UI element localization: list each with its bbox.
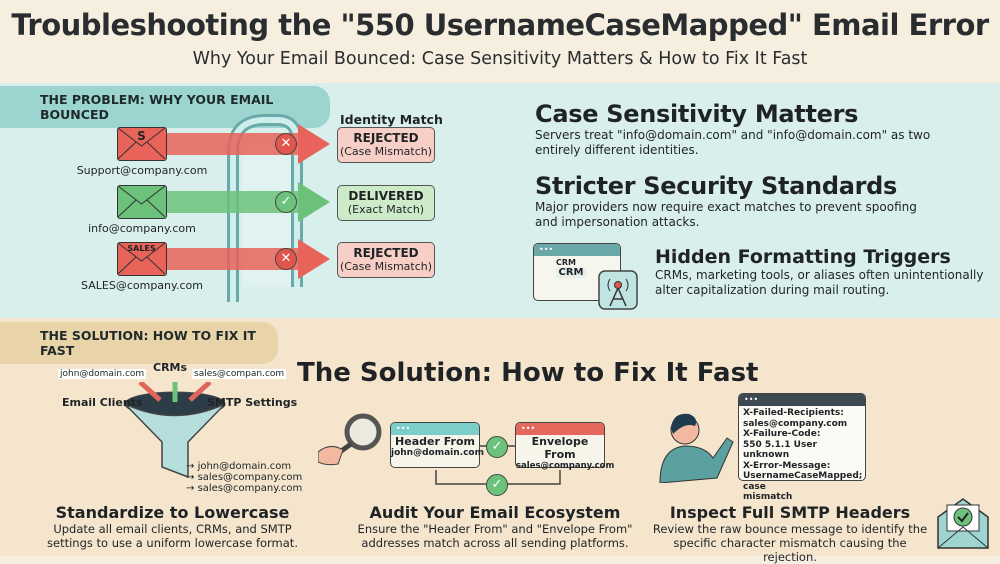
email-address: Support@company.com (76, 164, 208, 177)
envelope-from-address: sales@company.com (516, 461, 615, 471)
envelope-icon: S (117, 127, 167, 161)
envelope-from-window: ••• Envelope From sales@company.com (515, 422, 615, 471)
page-title: Troubleshooting the "550 UsernameCaseMap… (11, 8, 989, 42)
funnel-curved-address: sales@compan.com (192, 369, 287, 379)
step-text: Ensure the "Header From" and "Envelope F… (357, 522, 633, 550)
person-pointing-icon (659, 413, 734, 483)
smtp-header-line: X-Error-Message: (743, 460, 831, 471)
page-subtitle: Why Your Email Bounced: Case Sensitivity… (192, 49, 808, 69)
check-icon: ✓ (275, 191, 297, 213)
funnel-output: john@domain.com (197, 461, 292, 472)
header-from-window: ••• Header From john@domain.com (390, 422, 484, 468)
smtp-header-line: 550 5.1.1 User unknown (743, 439, 817, 461)
status-label: DELIVERED (348, 189, 424, 203)
smtp-header-line: sales@company.com (743, 418, 848, 429)
envelope-icon (117, 185, 167, 219)
check-icon: ✓ (486, 474, 508, 496)
email-address: info@company.com (88, 222, 196, 235)
arrow-head-icon (298, 124, 330, 164)
smtp-header-window: ••• X-Failed-Recipients:sales@company.co… (738, 393, 866, 502)
status-label: REJECTED (353, 246, 419, 260)
header-from-label: Header From (395, 435, 475, 448)
smtp-header-line: X-Failure-Code: (743, 429, 821, 439)
check-icon: ✓ (486, 436, 508, 458)
funnel-output: sales@company.com (197, 483, 303, 494)
email-check-icon (937, 498, 989, 549)
magnifier-hand-icon (318, 413, 382, 466)
x-icon: ✕ (275, 248, 297, 270)
arrow-right-icon: → (186, 483, 198, 494)
point-text: Servers treat "info@domain.com" and "inf… (535, 128, 931, 157)
step-text: Update all email clients, CRMs, and SMTP… (47, 522, 298, 550)
envelope-icon: SALES (117, 242, 167, 276)
funnel-input-smtp: SMTP Settings (207, 396, 298, 409)
arrow-right-icon: → (186, 472, 198, 483)
point-title: Stricter Security Standards (535, 172, 898, 200)
step-text: Review the raw bounce message to identif… (652, 522, 928, 564)
point-title: Case Sensitivity Matters (535, 100, 859, 128)
arrow-right-icon: → (186, 461, 198, 472)
arrow-head-icon (298, 239, 330, 279)
identity-match-label: Identity Match (340, 112, 443, 127)
smtp-header-line: X-Failed-Recipients: (743, 408, 844, 418)
funnel-icon (124, 382, 226, 479)
status-reason: (Case Mismatch) (339, 145, 433, 158)
status-reason: (Exact Match) (347, 203, 425, 216)
crm-label: CRM (556, 258, 576, 267)
email-address: SALES@company.com (81, 279, 203, 292)
arrow-head-icon (298, 182, 330, 222)
flow-arrow (165, 248, 300, 270)
x-icon: ✕ (275, 133, 297, 155)
signal-tower-icon (598, 270, 638, 310)
smtp-header-line: UsernameCaseMapped; case (743, 471, 863, 492)
step-title: Inspect Full SMTP Headers (669, 503, 911, 522)
status-label: REJECTED (353, 131, 419, 145)
point-text: CRMs, marketing tools, or aliases often … (655, 268, 984, 297)
crm-label: CRM (556, 267, 586, 278)
solution-heading: The Solution: How to Fix It Fast (297, 358, 759, 388)
envelope-label: S (137, 129, 146, 143)
smtp-header-line: mismatch (743, 492, 793, 502)
funnel-input-crms: CRMs (153, 361, 188, 374)
status-box: REJECTED (Case Mismatch) (337, 127, 435, 163)
status-box: DELIVERED (Exact Match) (337, 185, 435, 221)
envelope-from-label: Envelope From (531, 435, 589, 461)
header-from-address: john@domain.com (391, 448, 484, 458)
point-text: Major providers now require exact matche… (535, 200, 917, 229)
flow-arrow (165, 133, 300, 155)
step-title: Standardize to Lowercase (55, 503, 290, 522)
flow-arrow (165, 191, 300, 213)
status-reason: (Case Mismatch) (339, 260, 433, 273)
point-title: Hidden Formatting Triggers (655, 246, 951, 268)
solution-banner: THE SOLUTION: HOW TO FIX IT FAST (0, 322, 278, 364)
envelope-label: SALES (127, 244, 156, 253)
step-title: Audit Your Email Ecosystem (369, 503, 621, 522)
funnel-output: sales@company.com (197, 472, 303, 483)
funnel-input-email-clients: Email Clients (62, 396, 143, 409)
funnel-curved-address: john@domain.com (58, 369, 147, 379)
status-box: REJECTED (Case Mismatch) (337, 242, 435, 278)
